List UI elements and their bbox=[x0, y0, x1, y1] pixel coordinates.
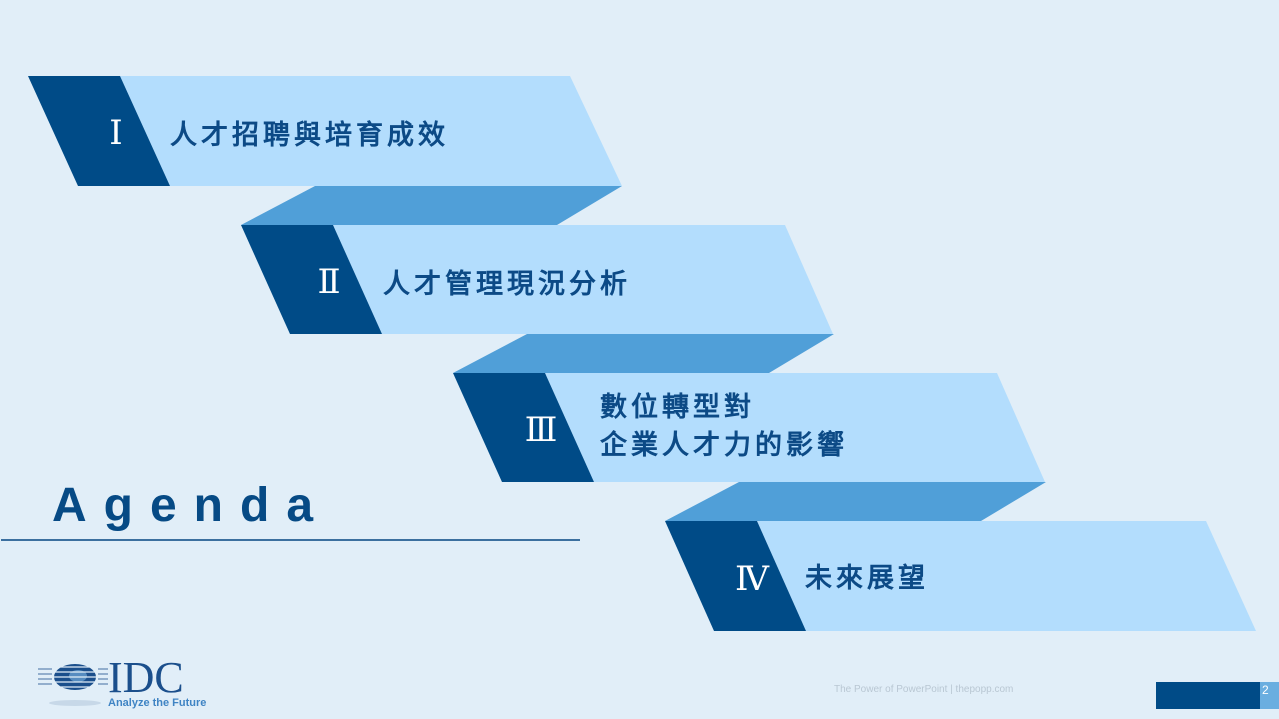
ribbon-connector-1 bbox=[241, 186, 622, 225]
footer-credit: The Power of PowerPoint | thepopp.com bbox=[834, 684, 1014, 695]
ribbon-tab-1 bbox=[28, 76, 170, 186]
page-number: 2 bbox=[1260, 682, 1279, 709]
idc-globe-icon bbox=[38, 664, 108, 706]
ribbon-connector-2 bbox=[453, 334, 834, 373]
agenda-item-4-numeral: Ⅳ bbox=[735, 559, 769, 599]
idc-logo: IDC Analyze the Future bbox=[38, 656, 238, 712]
page-title: Agenda bbox=[52, 479, 331, 532]
ribbon-tab-2 bbox=[241, 225, 382, 334]
ribbon-band-4 bbox=[757, 521, 1256, 631]
page-number-bar bbox=[1156, 682, 1260, 709]
ribbon-band-1 bbox=[120, 76, 622, 186]
agenda-item-2-title[interactable]: 人才管理現況分析 bbox=[383, 269, 631, 300]
logo-tagline: Analyze the Future bbox=[108, 697, 207, 709]
agenda-item-4-title[interactable]: 未來展望 bbox=[805, 563, 929, 594]
ribbon-connector-3 bbox=[665, 482, 1046, 521]
agenda-item-1-title[interactable]: 人才招聘與培育成效 bbox=[170, 120, 449, 151]
ribbon-tab-4 bbox=[665, 521, 806, 631]
title-underline-divider bbox=[1, 539, 580, 541]
logo-wordmark: IDC bbox=[108, 653, 184, 702]
agenda-item-3-title-line2[interactable]: 企業人才力的影響 bbox=[600, 430, 848, 461]
ribbon-tab-3 bbox=[453, 373, 594, 482]
agenda-item-3-title-line1[interactable]: 數位轉型對 bbox=[600, 392, 755, 423]
ribbon-band-2 bbox=[333, 225, 833, 334]
agenda-item-1-numeral: Ⅰ bbox=[109, 113, 123, 153]
ribbon-band-3 bbox=[545, 373, 1045, 482]
agenda-item-2-numeral: Ⅱ bbox=[317, 262, 341, 302]
agenda-item-3-numeral: Ⅲ bbox=[524, 410, 558, 450]
